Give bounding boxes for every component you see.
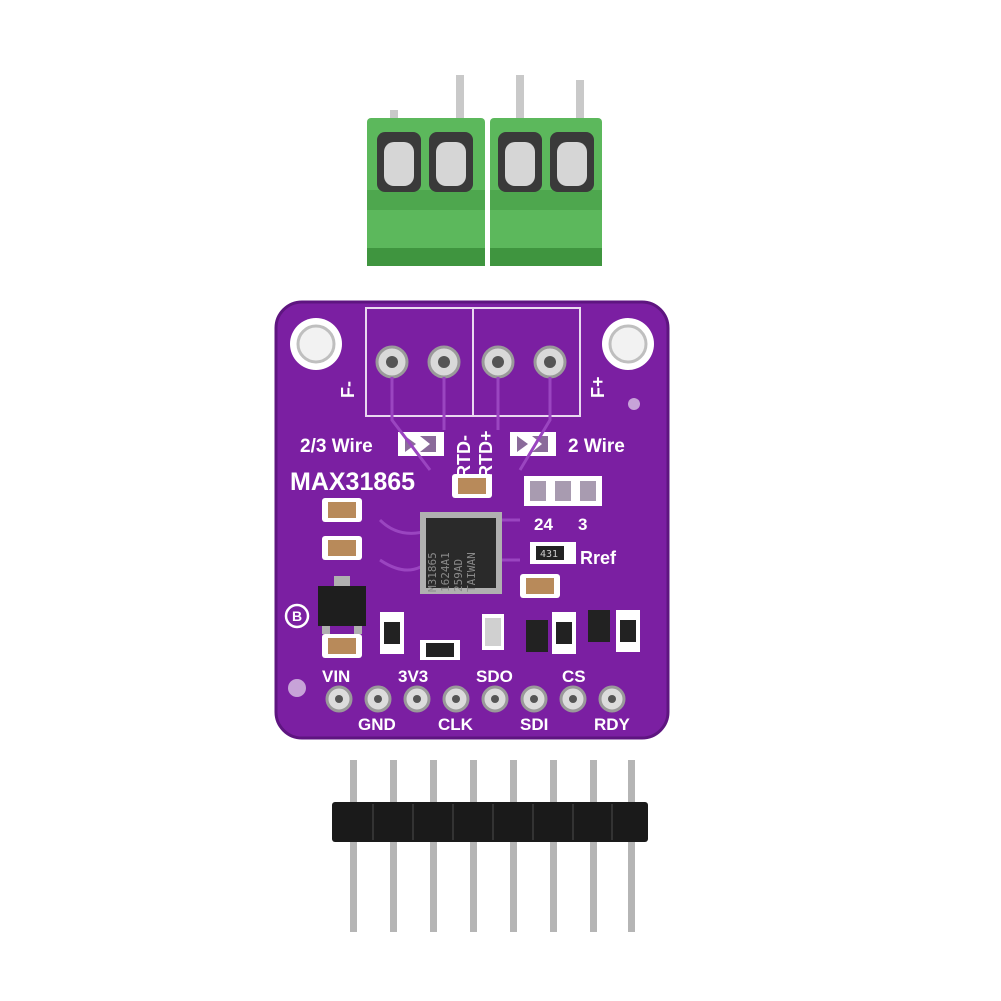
brand-mark-icon: B bbox=[284, 603, 310, 629]
solder-jumper-24-3 bbox=[524, 476, 602, 506]
brand-mark-letter: B bbox=[292, 608, 302, 624]
pin-label-rdy: RDY bbox=[594, 715, 631, 734]
pin-labels-bottom: GND CLK SDI RDY bbox=[358, 715, 631, 734]
chip-marking-4: TAIWAN bbox=[465, 552, 478, 592]
chip-marking-1: M31865 bbox=[426, 552, 439, 592]
wire-23-label: 2/3 Wire bbox=[300, 436, 373, 457]
wire-2-label: 2 Wire bbox=[568, 436, 625, 457]
rtd-minus-label: RTD- bbox=[454, 435, 474, 478]
f-plus-label: F+ bbox=[588, 376, 608, 398]
pin-label-clk: CLK bbox=[438, 715, 474, 734]
pin-header bbox=[332, 760, 648, 932]
rref-resistor-code: 431 bbox=[540, 549, 558, 560]
pin-labels-top: VIN 3V3 SDO CS bbox=[322, 667, 586, 686]
jumper-24-label: 24 bbox=[534, 515, 553, 534]
screw-terminal-right bbox=[490, 75, 602, 266]
pin-label-3v3: 3V3 bbox=[398, 667, 428, 686]
pin-pads bbox=[325, 685, 626, 713]
pin-label-sdo: SDO bbox=[476, 667, 513, 686]
screw-terminal-left bbox=[367, 75, 485, 266]
smd-components: 431 bbox=[318, 474, 640, 660]
max31865-chip: M31865 1624A1 259AD TAIWAN bbox=[420, 512, 502, 594]
chip-marking-2: 1624A1 bbox=[439, 552, 452, 592]
pin-label-vin: VIN bbox=[322, 667, 350, 686]
rtd-plus-label: RTD+ bbox=[476, 430, 496, 478]
jumper-3-label: 3 bbox=[578, 515, 587, 534]
pin-label-cs: CS bbox=[562, 667, 586, 686]
board-title: MAX31865 bbox=[290, 468, 415, 496]
pin-label-sdi: SDI bbox=[520, 715, 548, 734]
chip-marking-3: 259AD bbox=[452, 559, 465, 592]
f-minus-label: F- bbox=[338, 381, 358, 398]
rref-label: Rref bbox=[580, 548, 617, 568]
solder-jumper-2-wire bbox=[510, 432, 556, 456]
pin-label-gnd: GND bbox=[358, 715, 396, 734]
